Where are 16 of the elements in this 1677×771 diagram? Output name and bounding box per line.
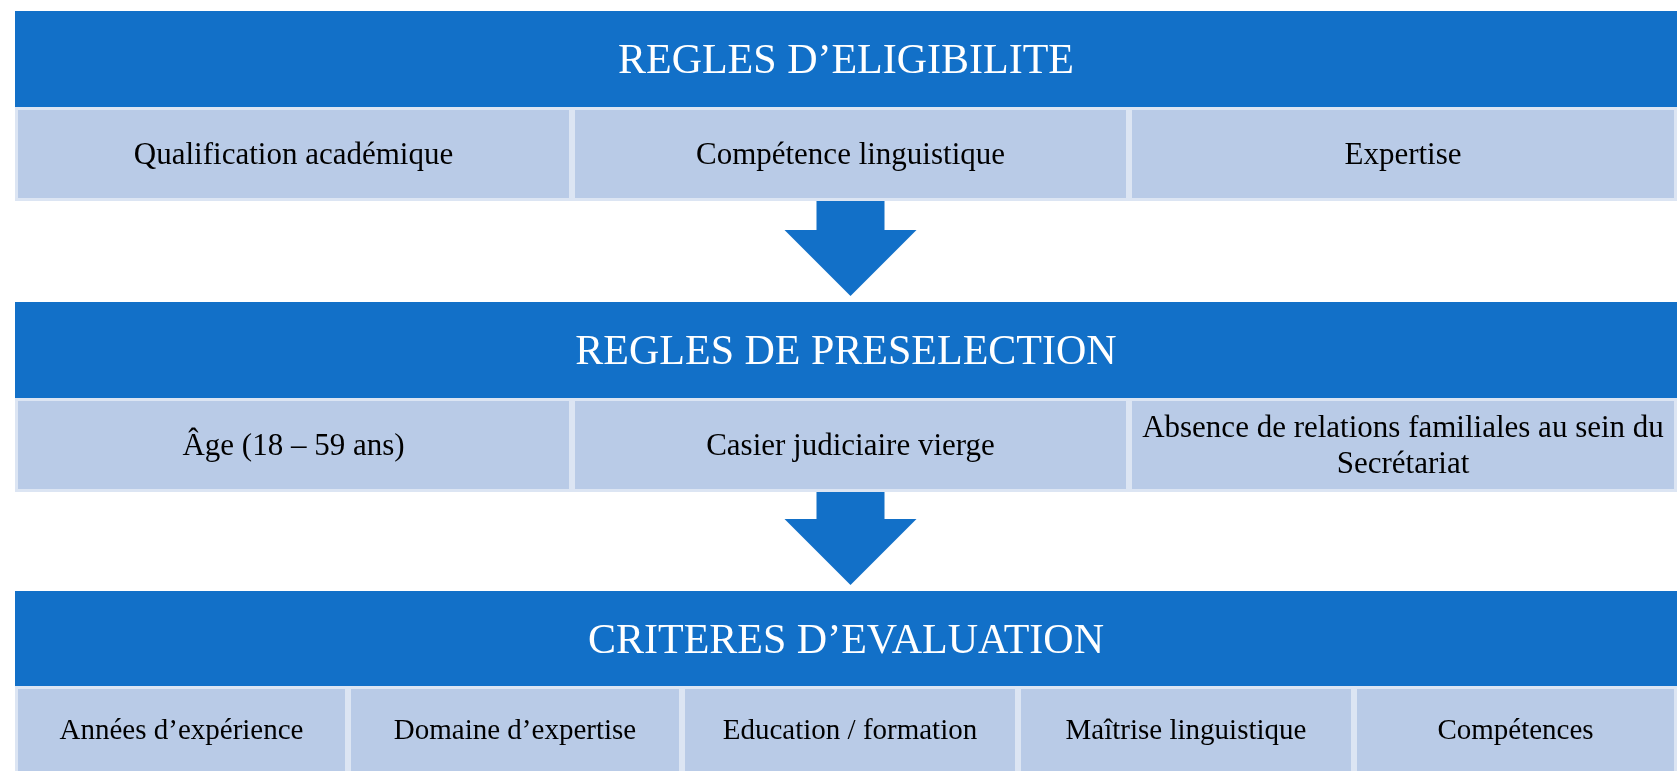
criterion-cell: Expertise bbox=[1129, 107, 1677, 201]
section-header: REGLES D’ELIGIBILITE bbox=[15, 11, 1677, 107]
block-arrow bbox=[784, 492, 917, 585]
criterion-cell: Casier judiciaire vierge bbox=[572, 398, 1129, 492]
section-header: REGLES DE PRESELECTION bbox=[15, 302, 1677, 398]
section-header: CRITERES D’EVALUATION bbox=[15, 591, 1677, 686]
criterion-cell: Maîtrise linguistique bbox=[1018, 686, 1354, 771]
criterion-cell: Années d’expérience bbox=[15, 686, 348, 771]
criterion-cell: Absence de relations familiales au sein du Secrétariat bbox=[1129, 398, 1677, 492]
criterion-cell: Compétence linguistique bbox=[572, 107, 1129, 201]
criterion-cell: Âge (18 – 59 ans) bbox=[15, 398, 572, 492]
criterion-cell: Qualification académique bbox=[15, 107, 572, 201]
block-arrow bbox=[784, 201, 917, 296]
criterion-cell: Domaine d’expertise bbox=[348, 686, 682, 771]
criterion-cell: Compétences bbox=[1354, 686, 1677, 771]
criterion-cell: Education / formation bbox=[682, 686, 1018, 771]
